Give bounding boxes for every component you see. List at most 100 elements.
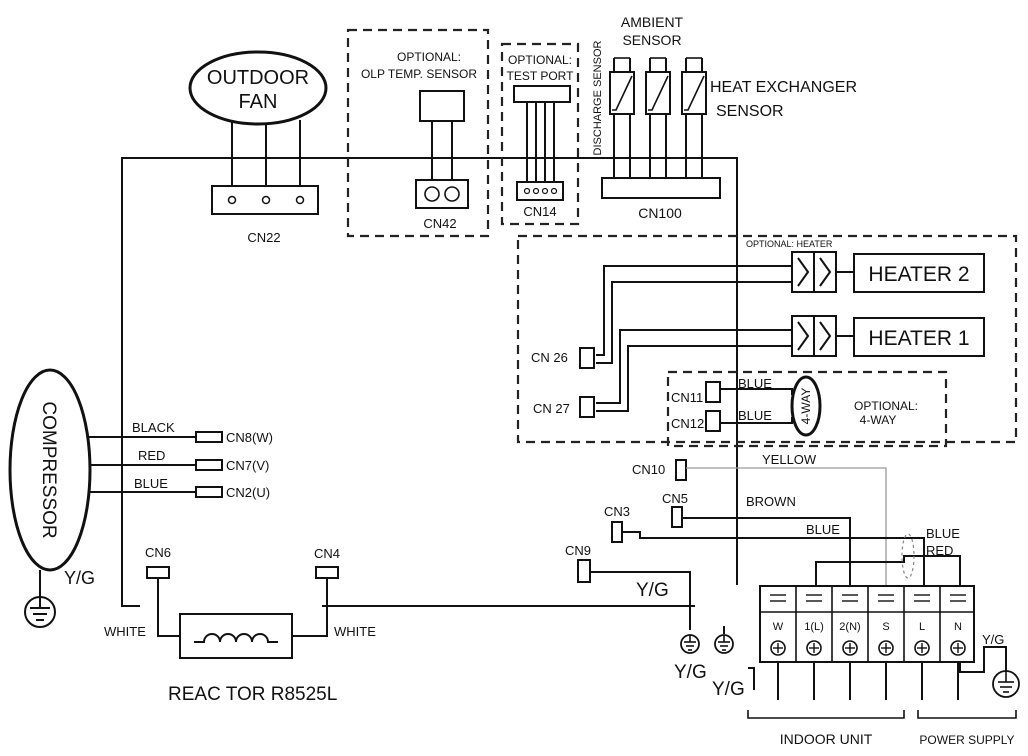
four-way-valve-coil [790, 375, 822, 437]
terminal-block [759, 585, 975, 663]
heater-2-box [853, 253, 985, 293]
cn100-label: CN100 [638, 205, 682, 221]
compressor: COMPRESSOR [8, 368, 92, 572]
board-ground-label: Y/G [674, 662, 707, 683]
cn27-label: CN 27 [533, 401, 570, 416]
outdoor-fan-label-line2: FAN [239, 91, 278, 113]
cn2-connector [195, 486, 223, 498]
cn26-label: CN 26 [531, 350, 568, 365]
ambient-sensor-label-line1: AMBIENT [621, 14, 684, 30]
power-supply-ground-icon [992, 670, 1020, 698]
heat-exchanger-sensor [681, 57, 707, 178]
ambient-sensor-label-line2: SENSOR [622, 32, 681, 48]
cn9-connector [577, 559, 591, 583]
cn10-wire-color: YELLOW [762, 452, 817, 467]
compressor-label: COMPRESSOR [38, 401, 59, 538]
reactor-coil-icon [194, 633, 278, 643]
test-port-label-line2: TEST PORT [507, 69, 575, 83]
compressor-wire-red: RED [138, 448, 165, 463]
cn10-label: CN10 [632, 462, 665, 477]
test-port-label-line1: OPTIONAL: [508, 53, 572, 67]
cn11-wire-color: BLUE [738, 376, 772, 391]
indoor-unit-brace [747, 710, 905, 719]
cn26-connector [579, 347, 595, 369]
discharge-sensor [609, 57, 635, 178]
terminal-label: N [954, 621, 962, 633]
cn11-label: CN11 [671, 390, 703, 405]
cn4-connector [315, 566, 339, 579]
terminal-label: S [882, 621, 889, 633]
cn42-label: CN42 [423, 216, 456, 231]
ferrite-ring [901, 533, 915, 579]
cn14-label: CN14 [523, 204, 556, 219]
optional-heater-label: OPTIONAL: HEATER [746, 239, 833, 249]
optional-4way-label-line2: 4-WAY [860, 413, 897, 427]
cn4-label: CN4 [314, 546, 340, 561]
olp-label-line2: OLP TEMP. SENSOR [361, 67, 477, 81]
cn22-connector: CN22 [211, 185, 319, 245]
compressor-ground-icon [24, 596, 56, 628]
cn100-connector [601, 177, 721, 199]
outdoor-fan-ellipse [188, 50, 328, 126]
cn5-connector [671, 506, 683, 528]
heater-2-label: HEATER 2 [868, 263, 969, 286]
indoor-unit-label: INDOOR UNIT [780, 731, 873, 747]
cn8-label: CN8(W) [226, 430, 273, 445]
cn3-connector [611, 521, 623, 543]
heat-exchanger-sensor-label-line1: HEAT EXCHANGER [710, 79, 857, 96]
olp-temp-sensor-group: OPTIONAL: OLP TEMP. SENSOR CN42 [346, 28, 490, 238]
cn10-connector [675, 459, 687, 481]
reactor-wire-left: WHITE [104, 624, 146, 639]
cn7-connector [195, 459, 223, 471]
reactor-wire-right: WHITE [334, 624, 376, 639]
power-wire-red: RED [926, 543, 953, 558]
terminal-label: W [773, 621, 784, 633]
cn5-label: CN5 [662, 491, 688, 506]
cn12-connector [705, 410, 721, 432]
heater-1-connector [791, 315, 854, 357]
cn22-label: CN22 [247, 230, 280, 245]
compressor-wire-blue: BLUE [134, 476, 168, 491]
optional-heater-group [516, 234, 1018, 444]
heater-1-label: HEATER 1 [868, 327, 969, 350]
cn11-connector [705, 381, 721, 403]
terminal-label: 1(L) [804, 621, 824, 633]
cn3-label: CN3 [604, 504, 630, 519]
compressor-ellipse [8, 368, 92, 572]
heater-1-box [853, 317, 985, 357]
cn12-wire-color: BLUE [738, 408, 772, 423]
power-wire-blue: BLUE [926, 526, 960, 541]
cn9-label: CN9 [565, 543, 591, 558]
power-supply-brace [917, 710, 1017, 719]
outdoor-fan: OUTDOOR FAN [188, 50, 328, 186]
four-way-valve-label: 4-WAY [799, 388, 813, 425]
terminal-label: L [919, 621, 925, 633]
cn8-connector [195, 431, 223, 443]
unit-ground-label: Y/G [712, 679, 745, 700]
reactor-label: REAC TOR R8525L [168, 684, 337, 705]
power-supply-label: POWER SUPPLY [919, 733, 1014, 747]
heater-2-connector [791, 251, 854, 293]
ambient-sensor [645, 57, 671, 178]
board-ground-icon [680, 634, 700, 654]
cn27-connector [579, 396, 595, 418]
optional-4way-group [666, 370, 948, 448]
cn3-wire-color: BLUE [806, 522, 840, 537]
power-supply-ground-label: Y/G [982, 632, 1004, 647]
main-board-outline [121, 157, 738, 607]
heat-exchanger-sensor-label-line2: SENSOR [716, 103, 784, 120]
cn2-label: CN2(U) [226, 485, 270, 500]
cn12-label: CN12 [671, 416, 704, 431]
unit-ground-icon [714, 634, 734, 654]
cn6-label: CN6 [145, 545, 171, 560]
compressor-wire-black: BLACK [132, 420, 175, 435]
cn6-connector [146, 566, 170, 579]
reactor-box [179, 613, 293, 659]
cn9-wire-color: Y/G [636, 580, 669, 601]
terminal-label: 2(N) [839, 621, 860, 633]
outdoor-fan-label-line1: OUTDOOR [207, 67, 309, 89]
cn7-label: CN7(V) [226, 458, 269, 473]
optional-4way-label-line1: OPTIONAL: [854, 399, 918, 413]
cn5-wire-color: BROWN [746, 494, 796, 509]
